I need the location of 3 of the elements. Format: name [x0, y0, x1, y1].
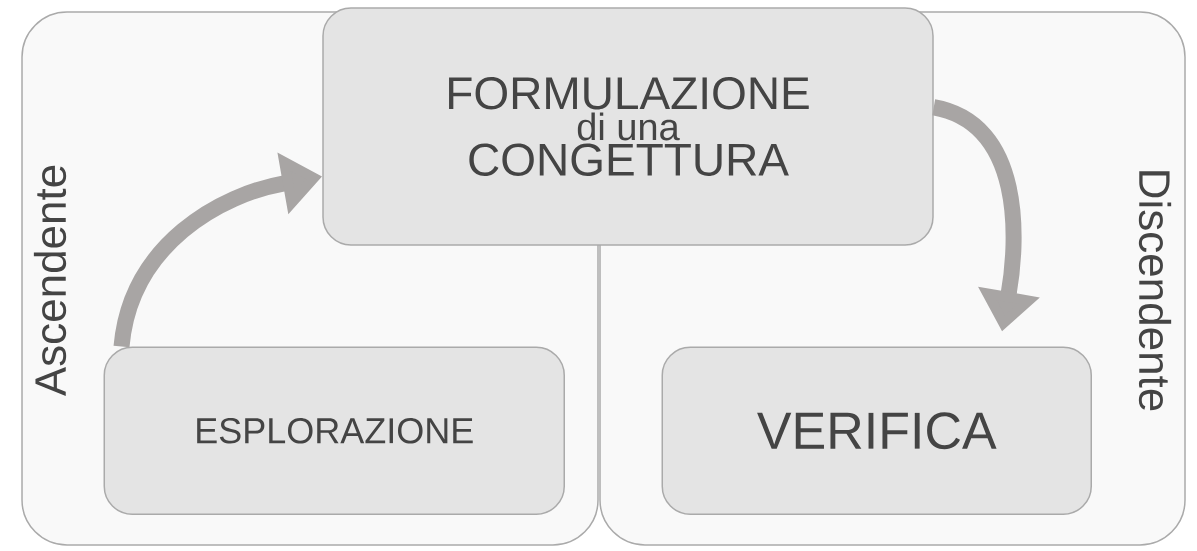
process-box: FORMULAZIONE di una CONGETTURA: [322, 7, 934, 246]
process-box: VERIFICA: [661, 346, 1092, 515]
process-box: ESPLORAZIONE: [103, 346, 565, 515]
